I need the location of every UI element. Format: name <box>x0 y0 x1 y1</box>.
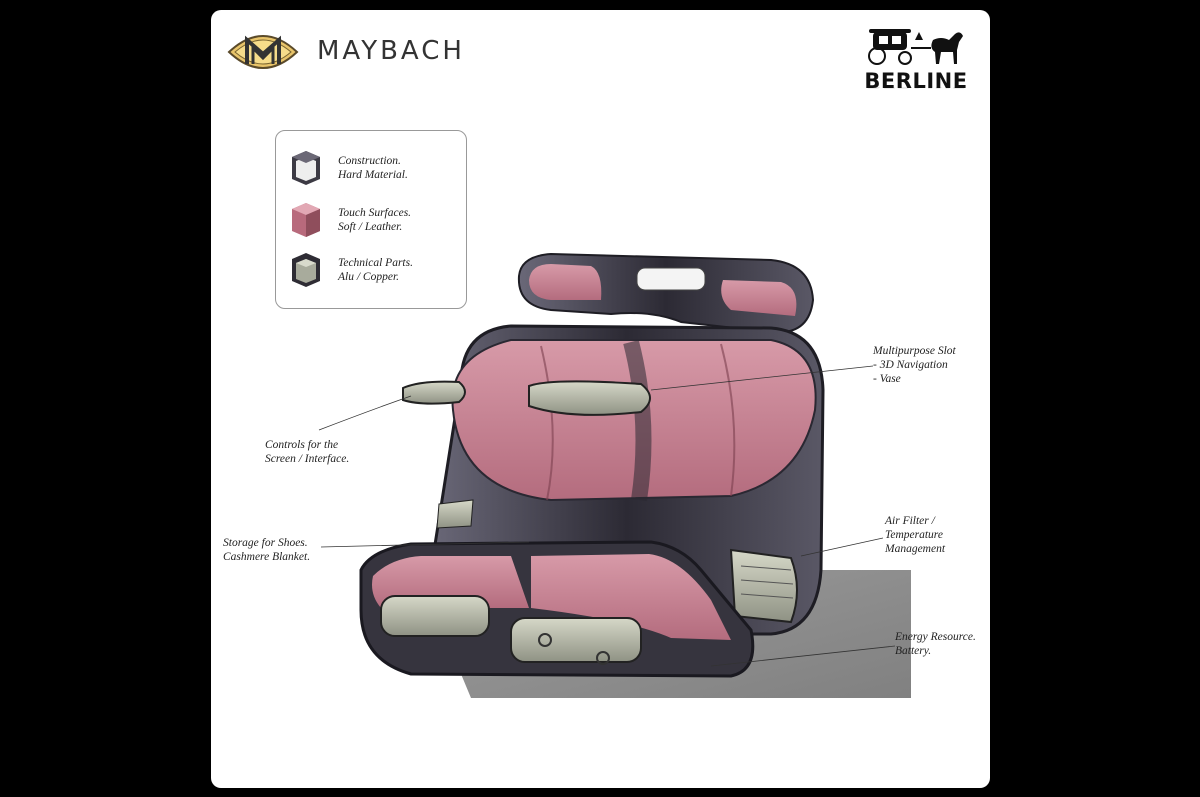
berline-title: BERLINE <box>864 69 968 93</box>
sketch-card: MAYBACH BERLINE BERLINE Construction. <box>211 10 990 788</box>
callout-leaders <box>318 365 896 667</box>
callout-air-line3: Management <box>885 543 946 555</box>
console-sketch <box>318 252 911 698</box>
top-rail <box>517 252 815 334</box>
callout-energy-line1: Energy Resource. <box>895 631 976 643</box>
material-legend: Construction. Hard Material. Touch Surfa… <box>275 130 467 309</box>
callout-multipurpose-line1: Multipurpose Slot <box>873 345 956 357</box>
air-vent <box>436 499 798 624</box>
callout-controls-line2: Screen / Interface. <box>265 453 350 465</box>
brand-name: MAYBACH <box>317 36 465 66</box>
callout-multipurpose-slot: Multipurpose Slot - 3D Navigation - Vase <box>873 344 956 386</box>
legend-technical-line2: Alu / Copper. <box>338 271 400 283</box>
legend-technical-line1: Technical Parts. <box>338 257 413 269</box>
storage-drawer <box>359 540 755 678</box>
legend-item-technical: Technical Parts. Alu / Copper. <box>288 251 413 289</box>
callout-air-line2: Temperature <box>885 529 943 541</box>
callout-storage: Storage for Shoes. Cashmere Blanket. <box>223 536 310 564</box>
legend-construction-line2: Hard Material. <box>338 169 408 181</box>
berline-badge: BERLINE BERLINE <box>860 26 972 98</box>
callout-storage-line2: Cashmere Blanket. <box>223 551 311 563</box>
maybach-logo-icon <box>227 35 299 69</box>
callout-multipurpose-line3: - Vase <box>873 373 901 385</box>
callout-controls: Controls for the Screen / Interface. <box>265 438 349 466</box>
control-handle-center <box>528 380 651 416</box>
callout-air-line1: Air Filter / <box>885 515 935 527</box>
legend-touch-line1: Touch Surfaces. <box>338 207 412 219</box>
legend-item-touch: Touch Surfaces. Soft / Leather. <box>288 201 411 239</box>
legend-item-construction: Construction. Hard Material. <box>288 149 408 187</box>
maybach-brand: MAYBACH <box>227 24 465 76</box>
callout-controls-line1: Controls for the <box>265 439 339 451</box>
control-handle-left <box>402 380 466 405</box>
hard-material-cube-icon <box>292 151 320 185</box>
callout-energy: Energy Resource. Battery. <box>895 630 976 658</box>
callout-storage-line1: Storage for Shoes. <box>223 537 308 549</box>
horse-carriage-icon <box>868 29 963 65</box>
callout-multipurpose-line2: - 3D Navigation <box>873 359 948 371</box>
callout-energy-line2: Battery. <box>895 645 932 657</box>
leather-cube-icon <box>292 203 320 237</box>
legend-construction-line1: Construction. <box>338 155 401 167</box>
legend-touch-line2: Soft / Leather. <box>338 221 403 233</box>
callout-air-filter: Air Filter / Temperature Management <box>885 514 945 556</box>
metal-cube-icon <box>292 253 320 287</box>
